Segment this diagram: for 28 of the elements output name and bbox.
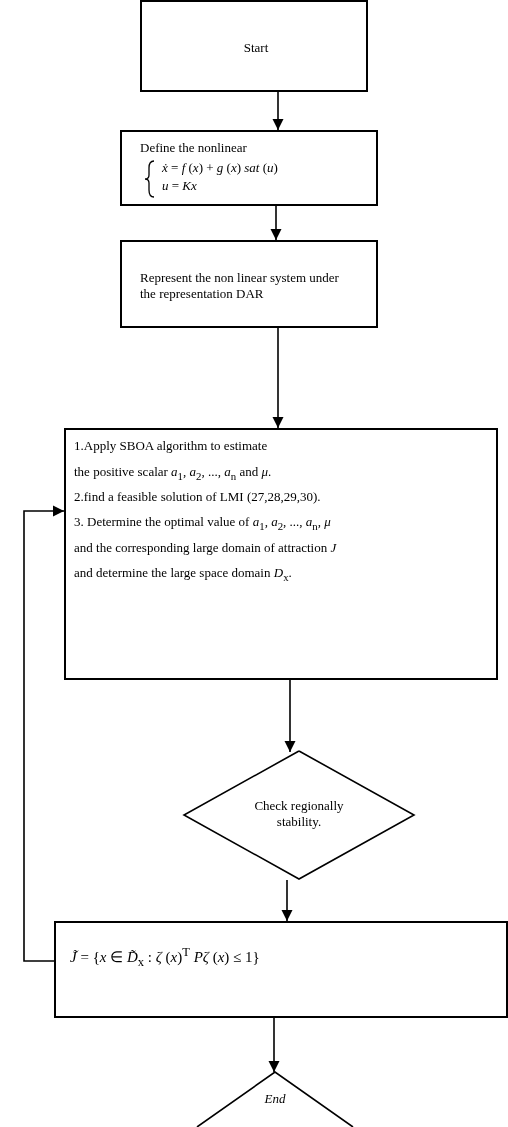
arrow [272, 327, 284, 429]
step-text: and determine the large space domain D$_{x}$. [74, 565, 292, 583]
arrow [281, 879, 293, 922]
arrow [23, 505, 65, 962]
start-box [140, 0, 368, 92]
arrow [284, 679, 296, 753]
step-text: 1.Apply SBOA algorithm to estimate [74, 438, 268, 454]
step-text: Define the nonlinear [140, 140, 247, 156]
process-box [64, 428, 498, 680]
step-text: the positive scalar a$_{1}$, a$_{2}$, ..., a$_{n}$ and μ. [74, 464, 272, 482]
terminal-label: Start [242, 40, 270, 56]
process-box [54, 921, 508, 1018]
process-box [120, 130, 378, 206]
terminal-label: End [263, 1091, 287, 1107]
step-text: 3. Determine the optimal value of a$_{1}$, a$_{2}$, ..., a$_{n}$, μ [74, 514, 331, 532]
step-text: u = Kx [162, 178, 197, 194]
decision-diamond [183, 750, 415, 880]
arrow [272, 91, 284, 131]
process-box [120, 240, 378, 328]
step-text: J̃ = {x ∈ D̃$_{x}$ : ζ (x)$^{T}$ Pζ (x) ≤ 1} [70, 945, 260, 970]
arrow [270, 205, 282, 241]
arrow [268, 1017, 280, 1073]
end-diamond [197, 1071, 353, 1127]
step-text: ẋ = f (x) + g (x) sat (u) [162, 160, 278, 176]
decision-label: Check regionally stability. [253, 798, 345, 830]
step-text: and the corresponding large domain of attraction J [74, 540, 337, 556]
step-text: 2.find a feasible solution of LMI (27,28,29,30). [74, 489, 321, 505]
step-text: Represent the non linear system under the representation DAR [140, 270, 340, 302]
